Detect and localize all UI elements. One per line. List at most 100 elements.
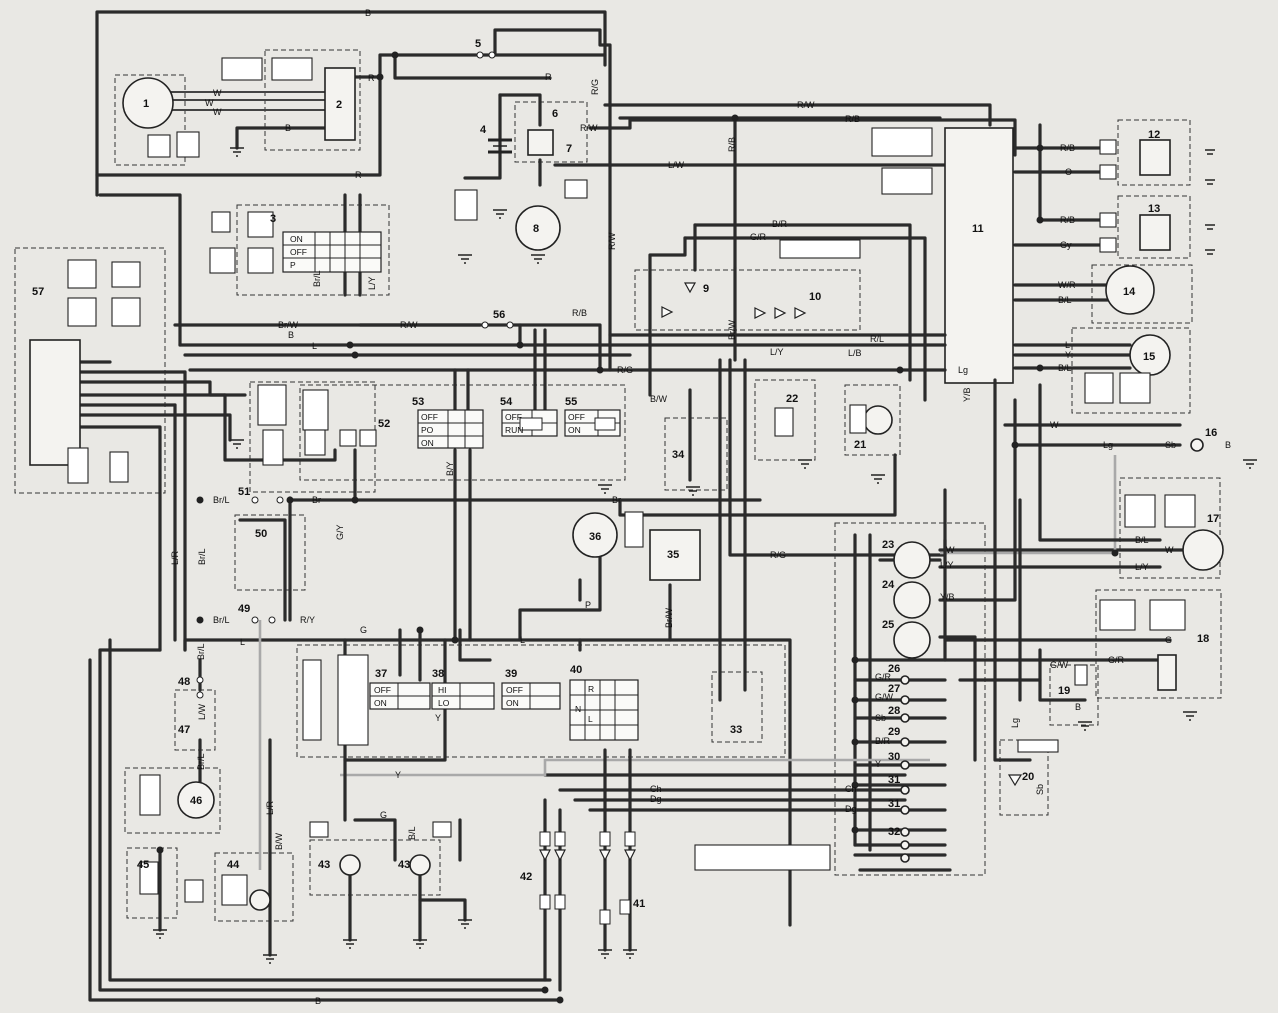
label-41: 41 <box>633 898 645 910</box>
svg-text:R/Y: R/Y <box>300 615 315 625</box>
box-44 <box>214 852 294 922</box>
component-23 <box>893 541 931 579</box>
svg-text:R/G: R/G <box>590 79 600 95</box>
svg-text:L/Y: L/Y <box>367 276 377 290</box>
svg-text:G/W: G/W <box>1050 660 1069 670</box>
svg-text:Y: Y <box>435 713 441 723</box>
label-1: 1 <box>143 98 149 110</box>
svg-text:Y/B: Y/B <box>940 592 955 602</box>
svg-text:B/L: B/L <box>1058 363 1072 373</box>
component-25 <box>893 621 931 659</box>
component-43a <box>339 854 361 876</box>
label-32: 32 <box>888 826 900 838</box>
label-25: 25 <box>882 619 894 631</box>
wire-2-gnd <box>235 126 327 150</box>
svg-text:Dg: Dg <box>845 804 857 814</box>
label-11: 11 <box>972 223 984 235</box>
label-55: 55 <box>565 396 577 408</box>
svg-text:W: W <box>213 88 222 98</box>
label-42: 42 <box>520 871 532 883</box>
svg-text:L/W: L/W <box>197 703 207 720</box>
box-23-32 <box>834 522 986 876</box>
box-3 <box>236 204 390 296</box>
label-52: 52 <box>378 418 390 430</box>
svg-text:G/W: G/W <box>875 692 894 702</box>
svg-text:G: G <box>380 810 387 820</box>
relay-7 <box>527 129 554 156</box>
box-12 <box>1117 119 1191 186</box>
svg-text:L: L <box>240 637 245 647</box>
svg-text:OFF: OFF <box>290 247 307 257</box>
svg-text:Br/W: Br/W <box>727 319 737 340</box>
component-36 <box>572 512 618 558</box>
svg-text:O: O <box>1065 167 1072 177</box>
junction-dots <box>156 51 1119 1004</box>
svg-text:W: W <box>213 107 222 117</box>
svg-text:ON: ON <box>506 698 519 708</box>
svg-text:W: W <box>1165 545 1174 555</box>
switch-table-39 <box>501 682 561 710</box>
box-1 <box>114 74 186 166</box>
svg-text:B: B <box>315 996 321 1006</box>
label-31a: 31 <box>888 774 900 786</box>
label-29: 29 <box>888 726 900 738</box>
svg-text:B/Y: B/Y <box>445 461 455 476</box>
svg-text:R: R <box>368 73 375 83</box>
svg-text:L: L <box>312 341 317 351</box>
svg-text:PO: PO <box>421 425 434 435</box>
component-46 <box>177 781 215 819</box>
svg-text:W: W <box>946 545 955 555</box>
svg-text:R/G: R/G <box>617 365 633 375</box>
connector-top-mid <box>779 239 861 259</box>
switch-table-40 <box>569 679 639 741</box>
svg-text:B/W: B/W <box>274 832 284 850</box>
svg-text:N: N <box>575 704 581 714</box>
label-7: 7 <box>566 143 572 155</box>
component-57 <box>29 339 81 466</box>
component-16 <box>1190 438 1204 452</box>
svg-text:R: R <box>545 72 552 82</box>
switch-table-53 <box>417 409 484 449</box>
svg-text:OFF: OFF <box>506 685 523 695</box>
box-7 <box>514 101 588 163</box>
svg-text:Dg: Dg <box>650 794 662 804</box>
svg-text:ON: ON <box>568 425 581 435</box>
label-38: 38 <box>432 668 444 680</box>
component-43b <box>409 854 431 876</box>
label-10: 10 <box>809 291 821 303</box>
sensor-18 <box>1157 654 1177 691</box>
svg-text:ON: ON <box>421 438 434 448</box>
box-21 <box>844 384 901 456</box>
svg-text:Sb: Sb <box>1035 784 1045 795</box>
svg-text:R/L: R/L <box>870 334 884 344</box>
label-18: 18 <box>1197 633 1209 645</box>
switch-table-37 <box>369 682 431 710</box>
fuses <box>196 51 514 699</box>
svg-text:Br/W: Br/W <box>278 320 299 330</box>
svg-text:G/R: G/R <box>750 232 767 242</box>
svg-text:Lg: Lg <box>1010 718 1020 728</box>
svg-text:OFF: OFF <box>568 412 585 422</box>
label-5: 5 <box>475 38 481 50</box>
box-53-55 <box>299 384 626 481</box>
component-35 <box>649 529 701 581</box>
svg-text:G: G <box>1165 635 1172 645</box>
label-30: 30 <box>888 751 900 763</box>
box-34 <box>664 417 728 491</box>
label-51: 51 <box>238 486 250 498</box>
plugs <box>519 417 636 925</box>
box-45 <box>126 847 178 919</box>
box-14 <box>1091 264 1193 324</box>
svg-text:R/G: R/G <box>770 550 786 560</box>
svg-text:B: B <box>1075 702 1081 712</box>
svg-text:G/R: G/R <box>1108 655 1125 665</box>
label-17: 17 <box>1207 513 1219 525</box>
svg-text:Y: Y <box>395 770 401 780</box>
connector-bottom <box>694 844 831 871</box>
svg-text:Gy: Gy <box>1060 240 1072 250</box>
label-3: 3 <box>270 213 276 225</box>
svg-text:OFF: OFF <box>421 412 438 422</box>
svg-text:Br/L: Br/L <box>196 643 206 660</box>
label-2: 2 <box>336 99 342 111</box>
component-2 <box>324 67 356 141</box>
